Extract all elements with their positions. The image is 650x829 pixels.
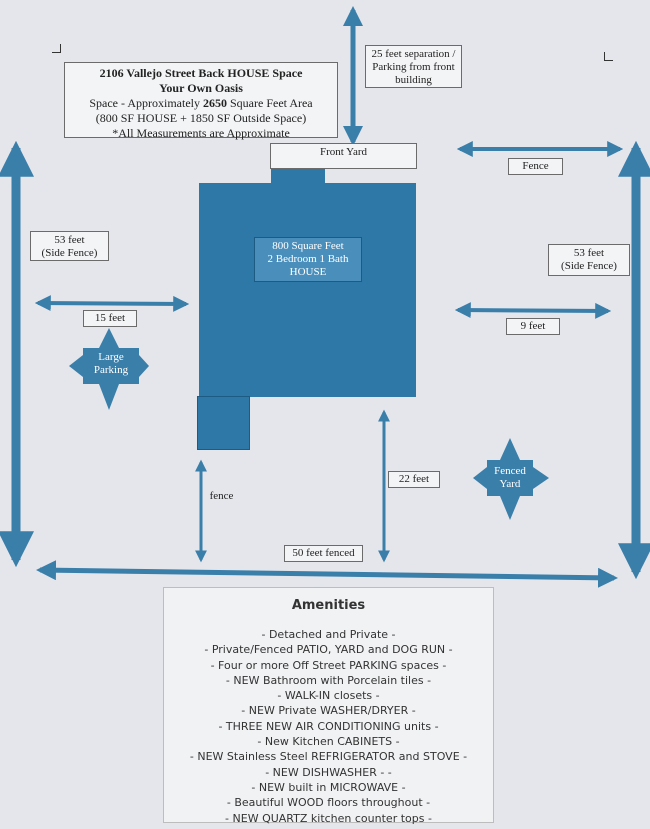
amenity-item: - NEW DISHWASHER - - xyxy=(265,765,392,779)
corner-mark-right xyxy=(604,52,613,61)
side-fence-right-label: 53 feet (Side Fence) xyxy=(548,244,630,276)
amenity-item: - Private/Fenced PATIO, YARD and DOG RUN… xyxy=(204,643,453,657)
title-box: 2106 Vallejo Street Back HOUSE Space You… xyxy=(64,62,338,140)
amenity-item: - NEW built in MICROWAVE - xyxy=(251,780,406,794)
right-width-arrow xyxy=(454,302,612,319)
parking-cross-icon xyxy=(69,328,149,410)
left-width-label: 15 feet xyxy=(83,310,137,327)
amenities-panel: Amenities - Detached and Private - - Pri… xyxy=(163,587,494,826)
amenity-item: - New Kitchen CABINETS - xyxy=(257,735,400,749)
amenity-item: - NEW Stainless Steel REFRIGERATOR and S… xyxy=(189,750,468,764)
house-footprint xyxy=(199,183,416,397)
fenced-yard-cross-icon xyxy=(473,438,549,520)
left-width-arrow xyxy=(34,295,190,312)
right-width-label: 9 feet xyxy=(506,318,560,335)
title-line-4: (800 SF HOUSE + 1850 SF Outside Space) xyxy=(95,111,307,125)
amenities-heading: Amenities xyxy=(291,598,366,613)
amenity-item: - Detached and Private - xyxy=(261,628,396,641)
title-line-1: 2106 Vallejo Street Back HOUSE Space xyxy=(99,66,303,80)
house-annex xyxy=(197,396,250,450)
bottom-width-label: 50 feet fenced xyxy=(284,545,363,562)
bottom-width-arrow xyxy=(36,560,618,588)
title-line-2: Your Own Oasis xyxy=(159,81,243,95)
side-fence-left-label: 53 feet (Side Fence) xyxy=(30,231,109,261)
amenity-item: - NEW Private WASHER/DRYER - xyxy=(241,704,416,718)
fenced-yard-label: Fenced Yard xyxy=(494,465,526,490)
depth-label: 22 feet xyxy=(388,471,440,488)
title-line-5: *All Measurements are Approximate xyxy=(112,126,290,140)
fence-bottom-label: fence xyxy=(209,490,234,502)
amenity-item: - WALK-IN closets - xyxy=(277,689,380,703)
amenity-item: - NEW Bathroom with Porcelain tiles - xyxy=(225,673,432,687)
house-label: 800 Square Feet 2 Bedroom 1 Bath HOUSE xyxy=(254,237,362,282)
amenity-item: - THREE NEW AIR CONDITIONING units - xyxy=(218,719,439,733)
title-line-3: Space - Approximately 2650 Square Feet A… xyxy=(89,96,313,110)
amenities-list: - Detached and Private - - Private/Fence… xyxy=(164,627,493,826)
separation-label: 25 feet separation / Parking from front … xyxy=(365,45,462,88)
amenity-item: - Four or more Off Street PARKING spaces… xyxy=(210,658,447,672)
corner-mark-left xyxy=(52,44,61,53)
parking-label: Large Parking xyxy=(93,351,129,376)
amenity-item: - Beautiful WOOD floors throughout - xyxy=(226,796,431,810)
fence-top-label: Fence xyxy=(508,158,563,175)
front-yard-label: Front Yard xyxy=(270,143,417,169)
house-front-extension xyxy=(271,168,325,184)
amenity-item: - NEW QUARTZ kitchen counter tops - xyxy=(225,811,432,825)
